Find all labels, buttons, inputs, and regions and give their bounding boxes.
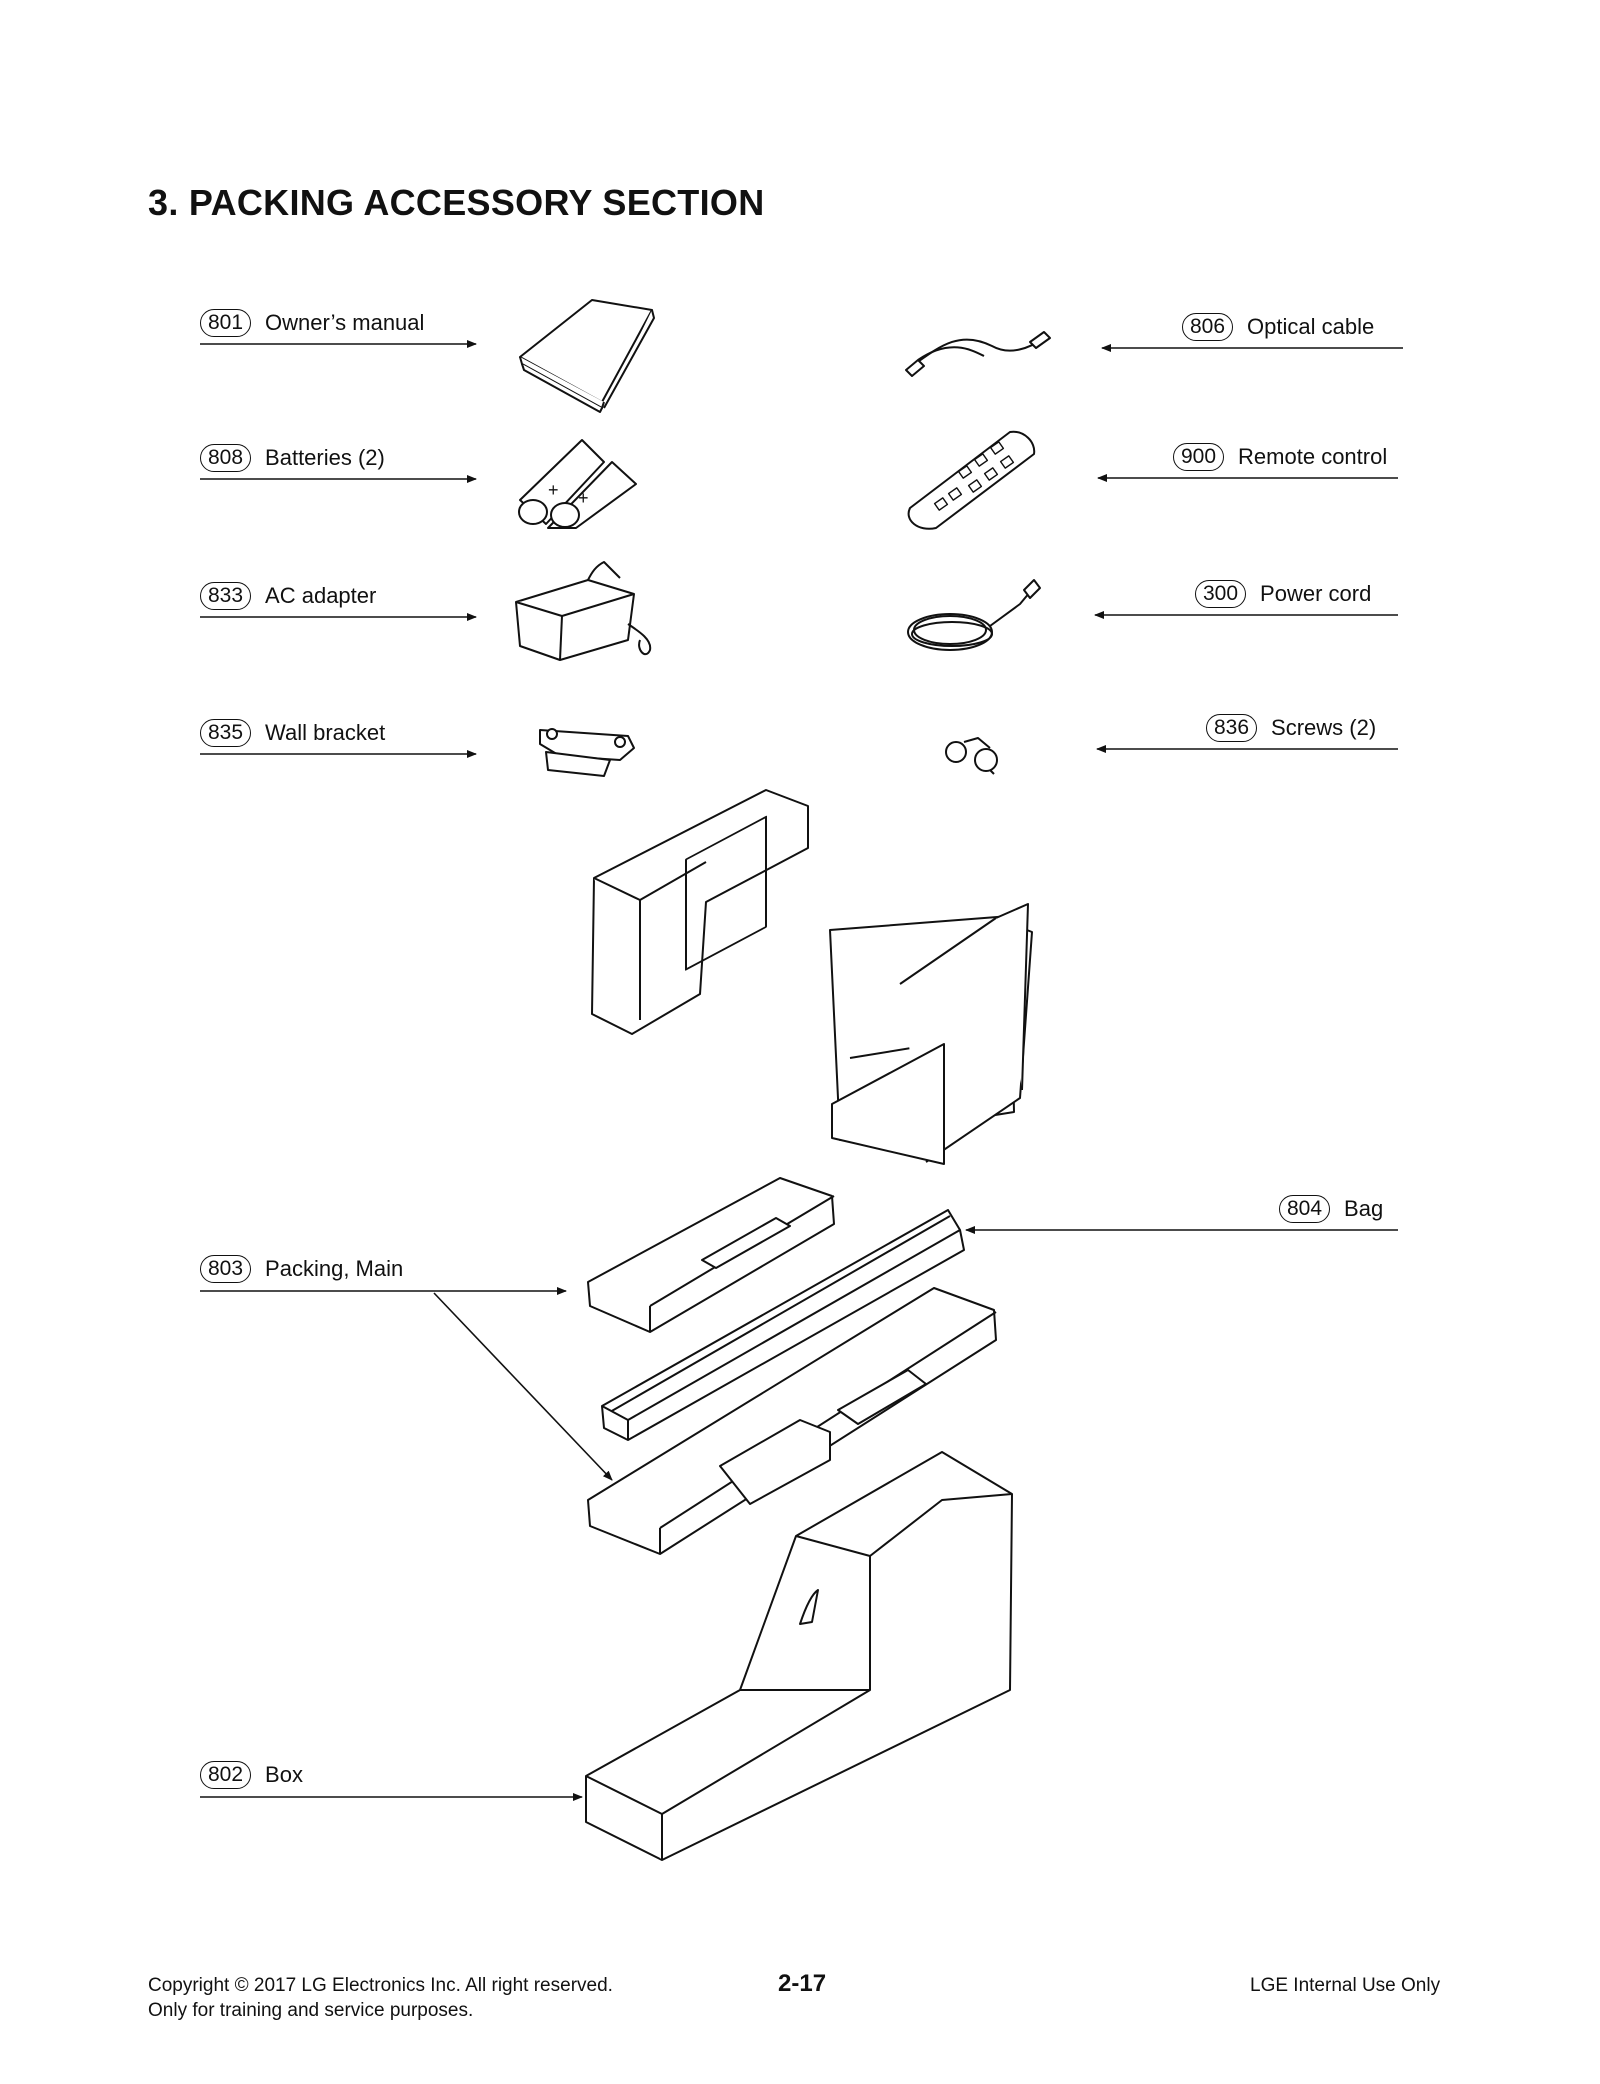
part-name-808: Batteries (2) [265, 445, 385, 470]
packing-main-tray-lower [587, 1287, 997, 1555]
packing-main-tray-upper [587, 1177, 835, 1333]
part-name-835: Wall bracket [265, 720, 386, 745]
part-number-300: 300 [1195, 580, 1247, 608]
part-name-900: Remote control [1238, 444, 1388, 469]
part-label-806: 806 Optical cable [1182, 313, 1374, 341]
part-label-804: 804 Bag [1279, 1195, 1383, 1223]
part-number-804: 804 [1279, 1195, 1331, 1223]
part-number-802: 802 [200, 1761, 252, 1789]
part-name-801: Owner’s manual [265, 310, 425, 335]
part-label-803: 803 Packing, Main [200, 1255, 403, 1283]
internal-use-note: LGE Internal Use Only [1250, 1975, 1441, 1996]
svg-text:+: + [548, 480, 559, 500]
part-number-803: 803 [200, 1255, 252, 1283]
footer-copyright: Copyright © 2017 LG Electronics Inc. All… [148, 1973, 613, 2023]
remote-control-icon [907, 430, 1036, 530]
part-number-801: 801 [200, 309, 252, 337]
part-label-801: 801 Owner’s manual [200, 309, 424, 337]
page-number: 2-17 [778, 1970, 827, 1997]
part-label-300: 300 Power cord [1195, 580, 1371, 608]
box [585, 1451, 1013, 1861]
part-name-833: AC adapter [265, 583, 377, 608]
part-label-900: 900 Remote control [1173, 443, 1387, 471]
part-number-808: 808 [200, 444, 252, 472]
part-name-300: Power cord [1260, 581, 1372, 606]
wall-bracket-icon [539, 728, 635, 777]
training-note: Only for training and service purposes. [148, 2000, 474, 2021]
part-number-836: 836 [1206, 714, 1258, 742]
part-name-803: Packing, Main [265, 1256, 404, 1281]
part-name-802: Box [265, 1762, 303, 1787]
part-label-836: 836 Screws (2) [1206, 714, 1376, 742]
ac-adapter-icon [515, 561, 652, 661]
part-number-900: 900 [1173, 443, 1225, 471]
part-label-808: 808 Batteries (2) [200, 444, 385, 472]
part-number-835: 835 [200, 719, 252, 747]
svg-text:+: + [578, 488, 589, 508]
bag-soundbar [601, 1209, 965, 1441]
part-name-806: Optical cable [1247, 314, 1375, 339]
part-label-833: 833 AC adapter [200, 582, 376, 610]
part-label-835: 835 Wall bracket [200, 719, 385, 747]
power-cord-icon [907, 579, 1041, 651]
optical-cable-icon [905, 331, 1051, 377]
part-number-806: 806 [1182, 313, 1234, 341]
part-name-836: Screws (2) [1271, 715, 1377, 740]
screws-icon [945, 737, 998, 775]
packing-main-foam-top [591, 789, 1033, 1165]
section-title: 3. PACKING ACCESSORY SECTION [148, 182, 765, 223]
copyright-text: Copyright © 2017 LG Electronics Inc. All… [148, 1975, 613, 1996]
part-number-833: 833 [200, 582, 252, 610]
part-label-802: 802 Box [200, 1761, 303, 1789]
leader-803-lower [433, 1292, 613, 1481]
part-name-804: Bag [1344, 1196, 1384, 1221]
owners-manual-icon [519, 299, 655, 413]
batteries-icon: + + [518, 439, 637, 529]
